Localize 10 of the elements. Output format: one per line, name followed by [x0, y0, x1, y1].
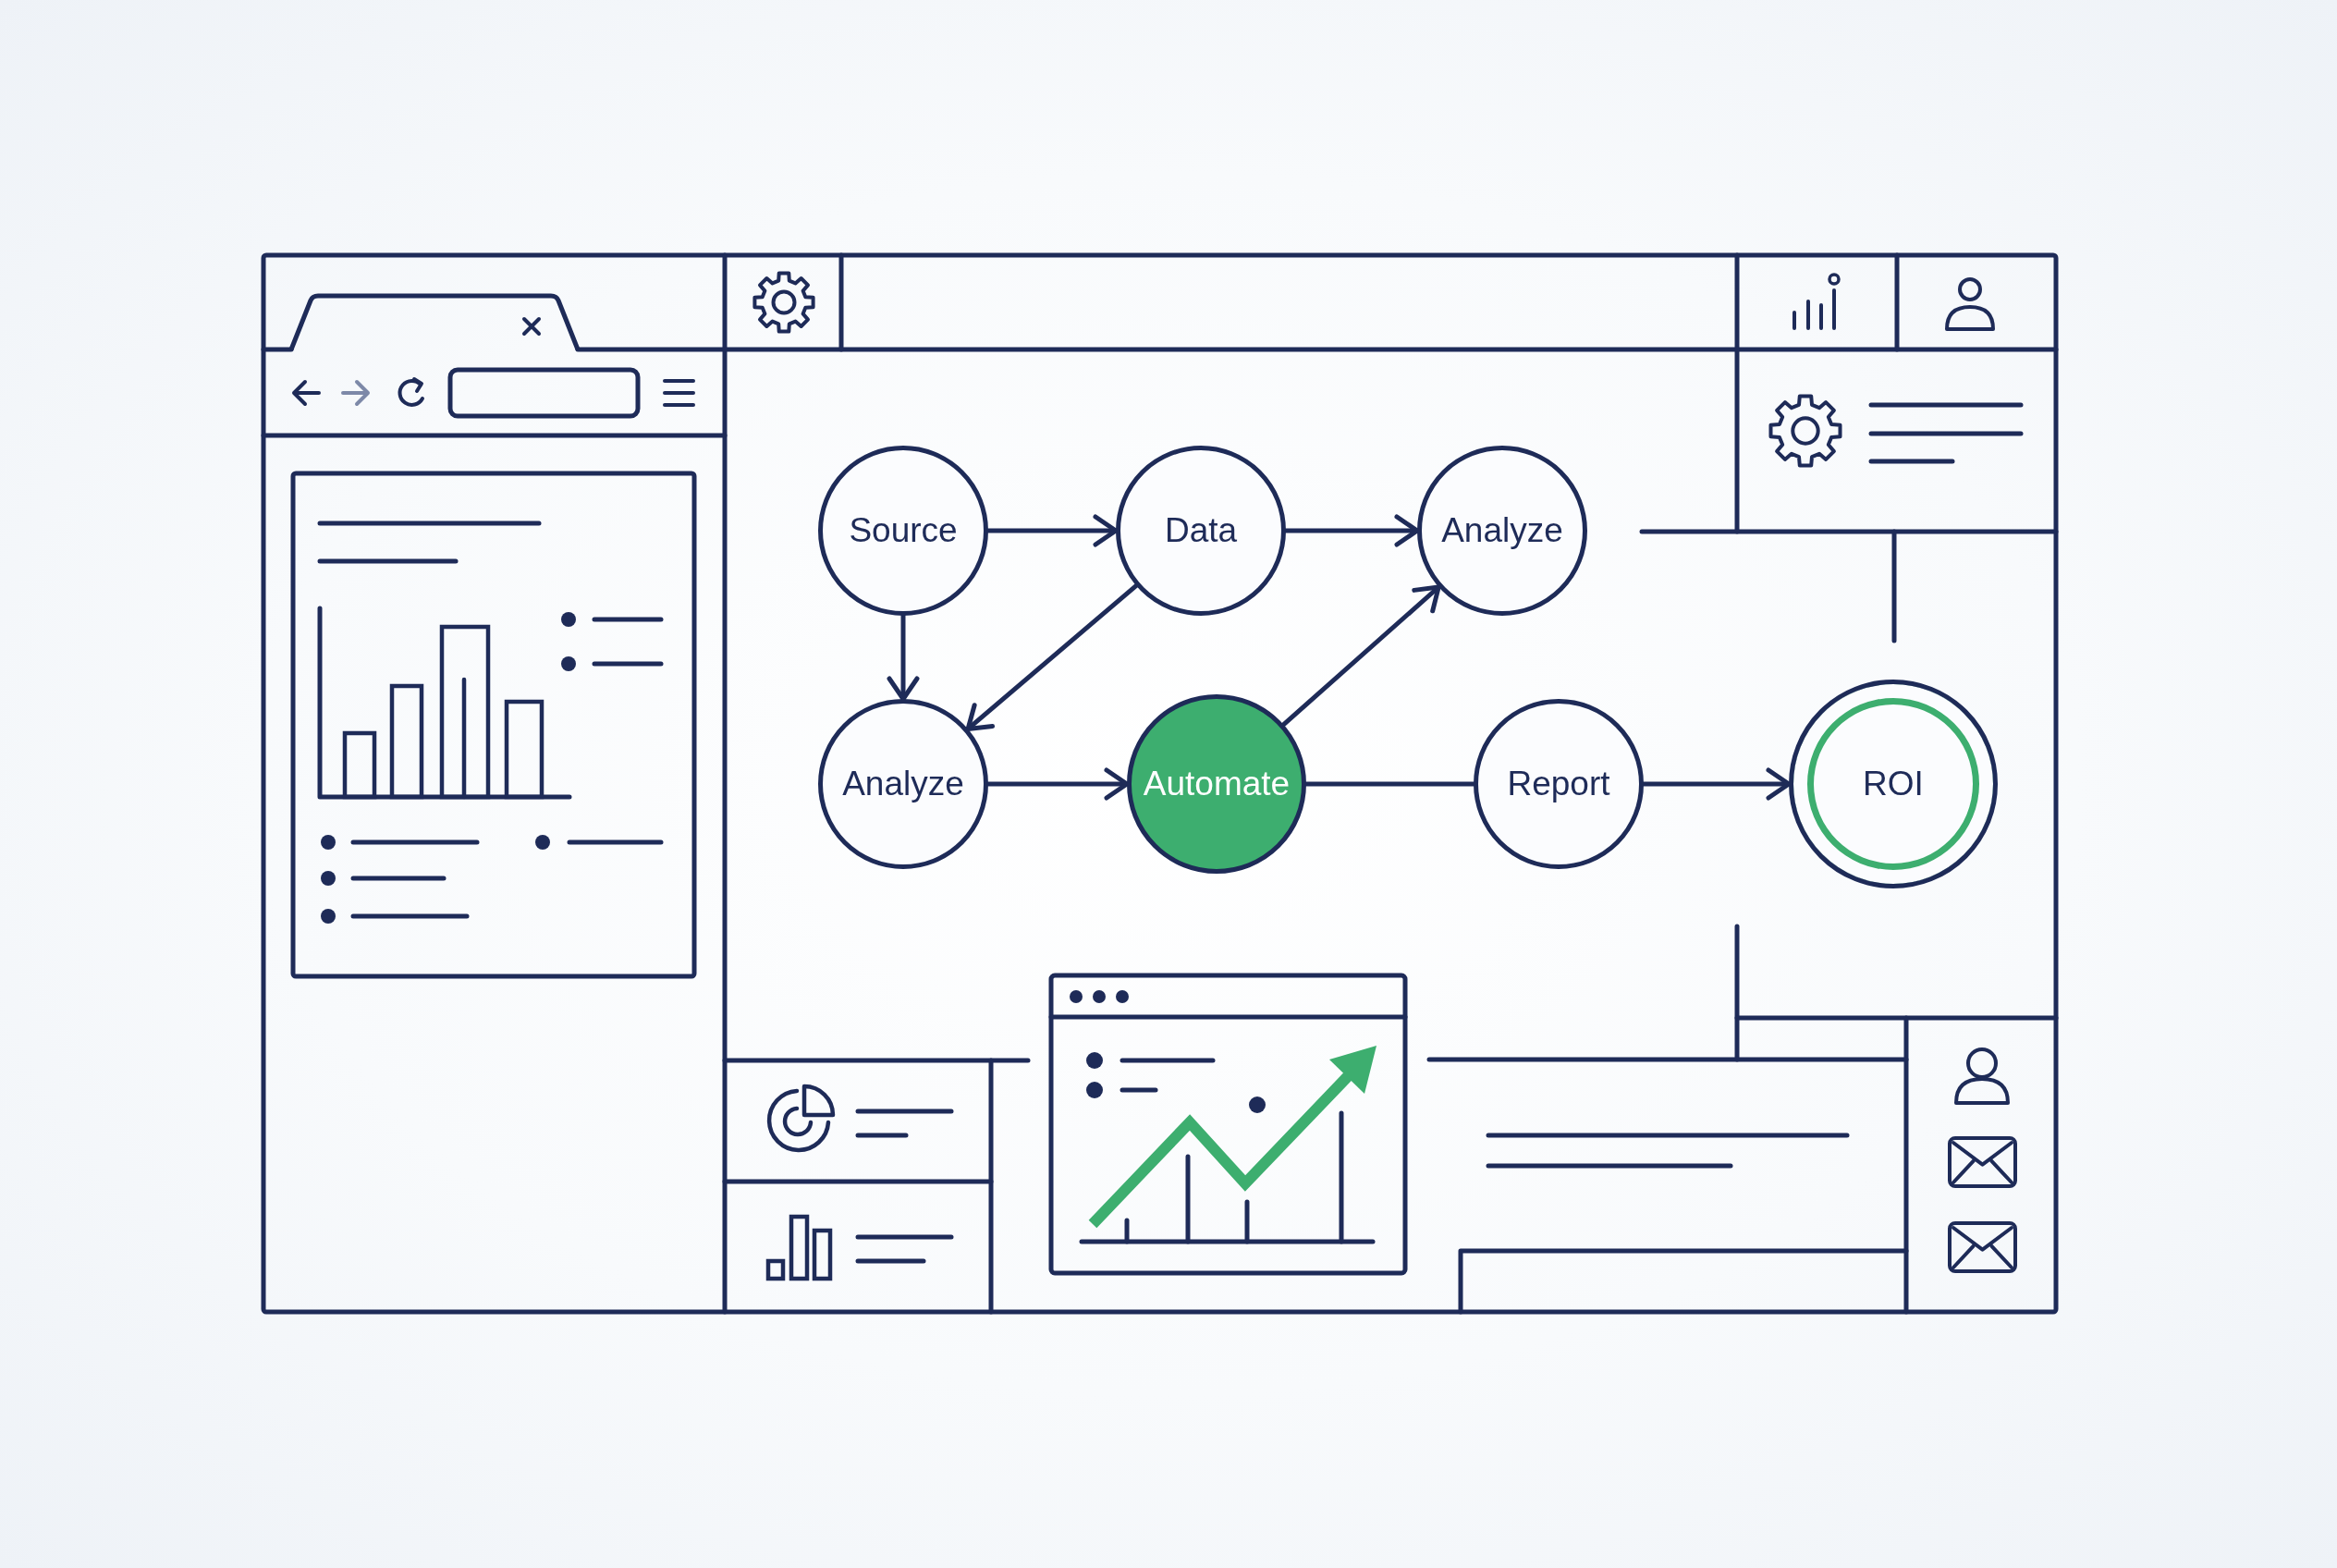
step-label: Automate [1143, 764, 1291, 804]
step-label: Source [849, 510, 958, 551]
step-label: Report [1507, 764, 1610, 804]
step-label: Analyze [842, 764, 964, 804]
arrow [965, 583, 1139, 731]
arrow [1281, 584, 1441, 728]
arrow [887, 613, 920, 702]
step-label: ROI [1863, 764, 1924, 804]
step-label: Analyze [1441, 510, 1563, 551]
step-label: Data [1164, 510, 1238, 551]
